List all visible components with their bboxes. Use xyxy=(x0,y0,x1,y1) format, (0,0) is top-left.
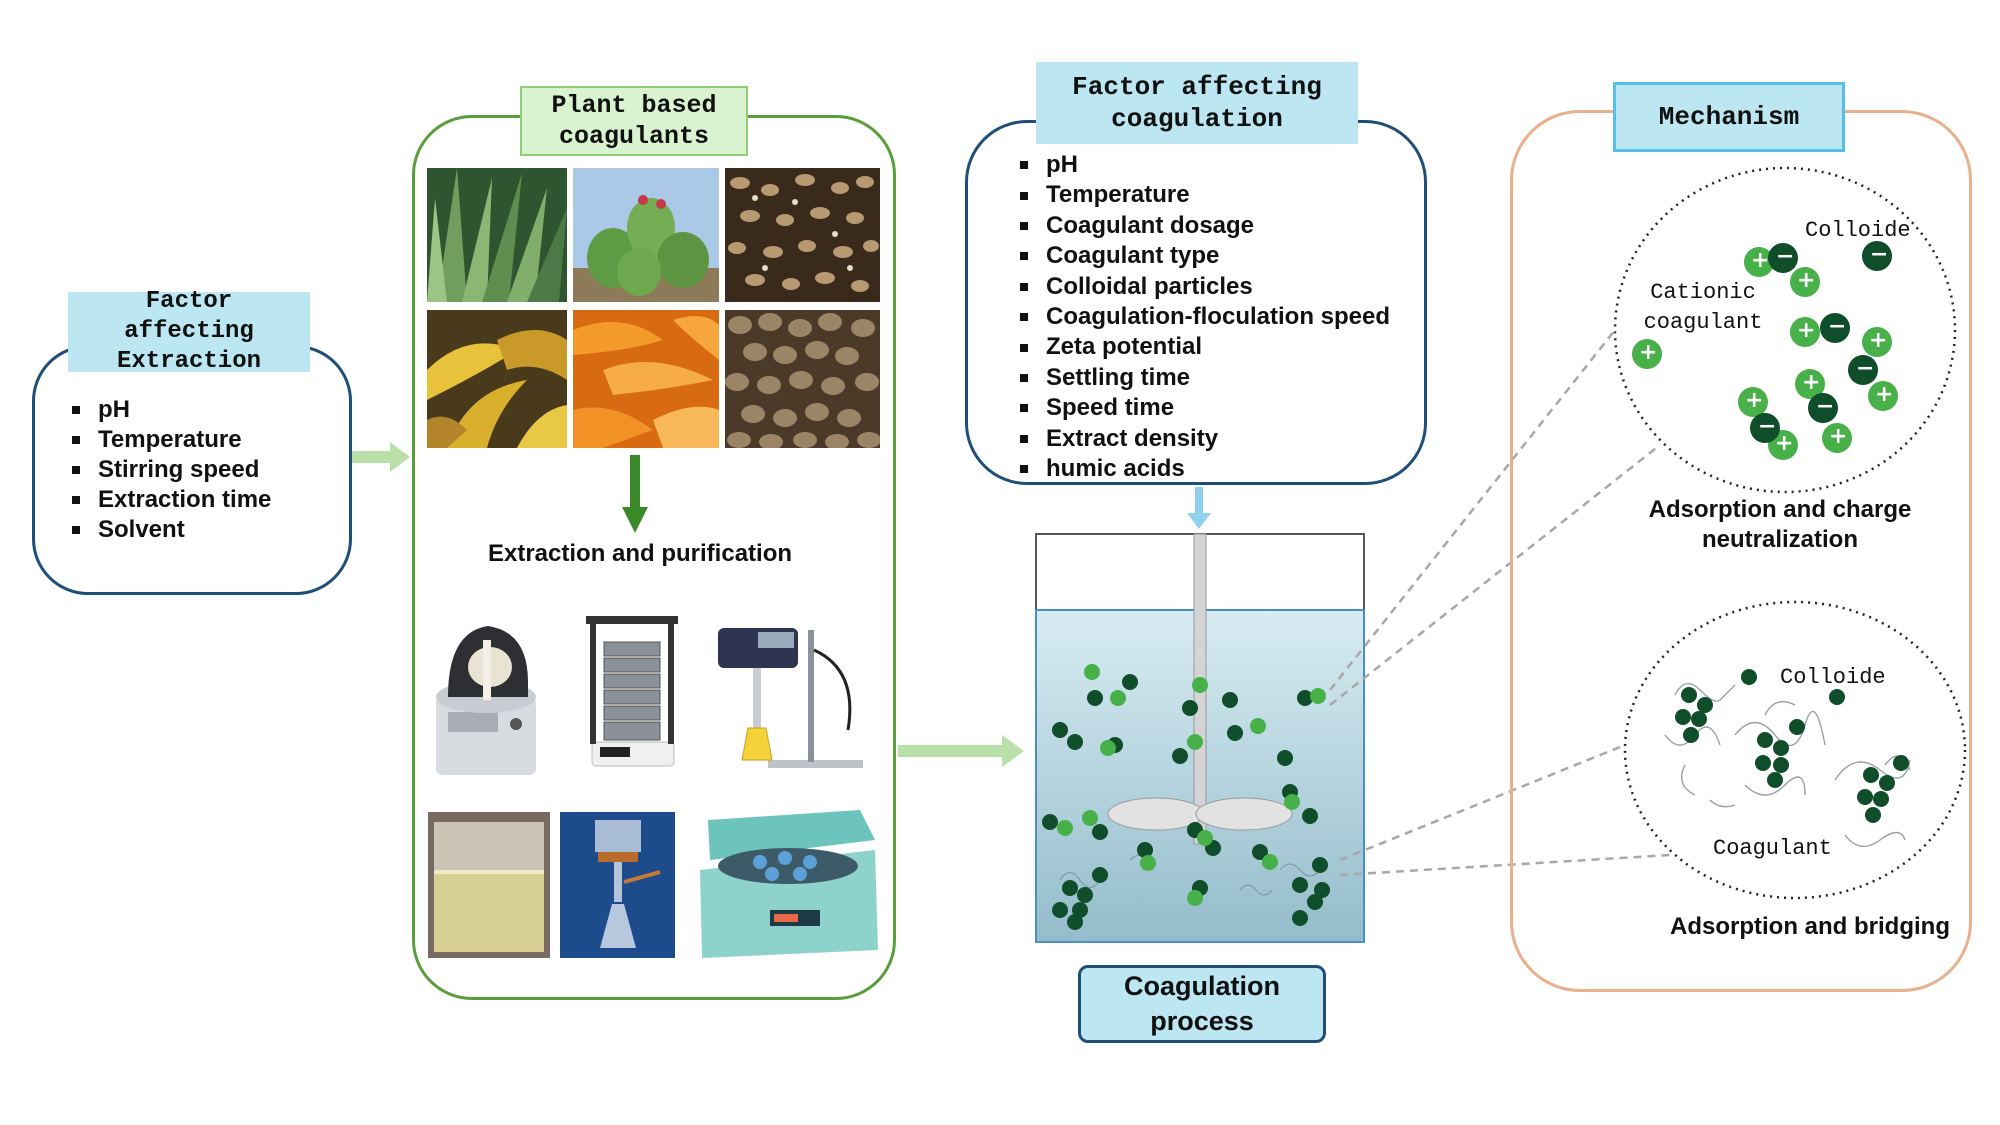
grinder-image xyxy=(436,626,536,775)
list-item: Coagulant type xyxy=(1018,241,1390,271)
list-item: Zeta potential xyxy=(1018,332,1390,362)
bridging-caption: Adsorption and bridging xyxy=(1670,913,1950,940)
list-item: pH xyxy=(70,395,271,425)
plus-sign: + xyxy=(1802,370,1821,395)
plus-sign: + xyxy=(1751,248,1770,273)
arrow-down-icon xyxy=(622,455,648,533)
arrow-right-icon xyxy=(898,735,1024,767)
colloide-label: Colloide xyxy=(1805,218,1911,243)
bridging-circle xyxy=(1623,600,1967,900)
list-item: pH xyxy=(1018,150,1390,180)
list-item: Temperature xyxy=(1018,180,1390,210)
aloe-photo xyxy=(427,168,567,302)
plus-sign: + xyxy=(1829,424,1848,449)
arrow-down-icon xyxy=(1187,487,1211,529)
list-item: Colloidal particles xyxy=(1018,272,1390,302)
minus-sign: − xyxy=(1816,394,1835,419)
plus-sign: + xyxy=(1797,318,1816,343)
list-item: Speed time xyxy=(1018,393,1390,423)
vacuum-filtration-image xyxy=(560,812,675,958)
charge-signs: + + + + + + + + + + − − − − − − xyxy=(1605,160,1965,500)
banana-peels-photo xyxy=(427,310,567,448)
plus-sign: + xyxy=(1797,268,1816,293)
plus-sign: + xyxy=(1745,388,1764,413)
coagulant-label: Coagulant xyxy=(1713,836,1832,861)
list-item: Coagulant dosage xyxy=(1018,211,1390,241)
minus-sign: − xyxy=(1870,242,1889,267)
homogenizer-image xyxy=(718,628,863,768)
sieve-shaker-image xyxy=(586,616,678,767)
minus-sign: − xyxy=(1776,244,1795,269)
extraction-purification-label: Extraction and purification xyxy=(487,540,793,567)
list-item: Solvent xyxy=(70,515,271,545)
orange-peels-photo xyxy=(573,310,719,448)
coagulation-process-label: Coagulation process xyxy=(1078,965,1326,1043)
minus-sign: − xyxy=(1758,414,1777,439)
list-item: Settling time xyxy=(1018,363,1390,393)
list-item: Coagulation-floculation speed xyxy=(1018,302,1390,332)
extraction-factors-title: Factor affecting Extraction xyxy=(68,288,310,375)
plant-coagulants-title: Plant based coagulants xyxy=(520,86,748,156)
list-item: humic acids xyxy=(1018,454,1390,484)
charge-neutralization-circle xyxy=(1613,166,1957,494)
plus-sign: + xyxy=(1775,431,1794,456)
cationic-coagulant-label: Cationic coagulant xyxy=(1643,280,1763,335)
extraction-factors-list: pH Temperature Stirring speed Extraction… xyxy=(70,395,271,545)
minus-sign: − xyxy=(1856,356,1875,381)
filtrate-beaker-image xyxy=(428,812,550,958)
plus-sign: + xyxy=(1639,340,1658,365)
cactus-photo xyxy=(573,168,719,302)
mechanism-title: Mechanism xyxy=(1613,82,1845,152)
coagulation-factors-list: pH Temperature Coagulant dosage Coagulan… xyxy=(1018,150,1390,484)
centrifuge-image xyxy=(700,810,878,958)
seed-shells-photo xyxy=(725,168,880,302)
coagulation-tank xyxy=(1035,533,1365,943)
plus-sign: + xyxy=(1869,328,1888,353)
minus-sign: − xyxy=(1828,314,1847,339)
list-item: Stirring speed xyxy=(70,455,271,485)
charge-neutralization-caption: Adsorption and charge neutralization xyxy=(1648,496,1912,553)
coagulation-factors-title: Factor affecting coagulation xyxy=(1036,62,1358,144)
arrow-right-icon xyxy=(352,442,410,472)
seeds-photo xyxy=(725,310,880,448)
list-item: Extraction time xyxy=(70,485,271,515)
plus-sign: + xyxy=(1875,382,1894,407)
list-item: Temperature xyxy=(70,425,271,455)
list-item: Extract density xyxy=(1018,424,1390,454)
colloide-label: Colloide xyxy=(1780,665,1886,690)
